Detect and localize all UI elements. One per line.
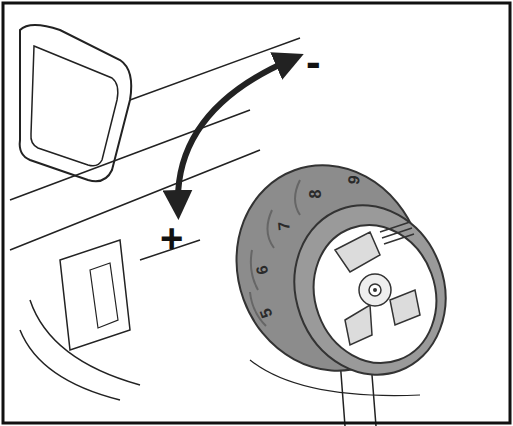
- direction-minus: -: [306, 40, 321, 84]
- direction-plus: +: [160, 218, 183, 258]
- dial-number: 7: [276, 221, 293, 231]
- dial-number: 8: [308, 190, 324, 199]
